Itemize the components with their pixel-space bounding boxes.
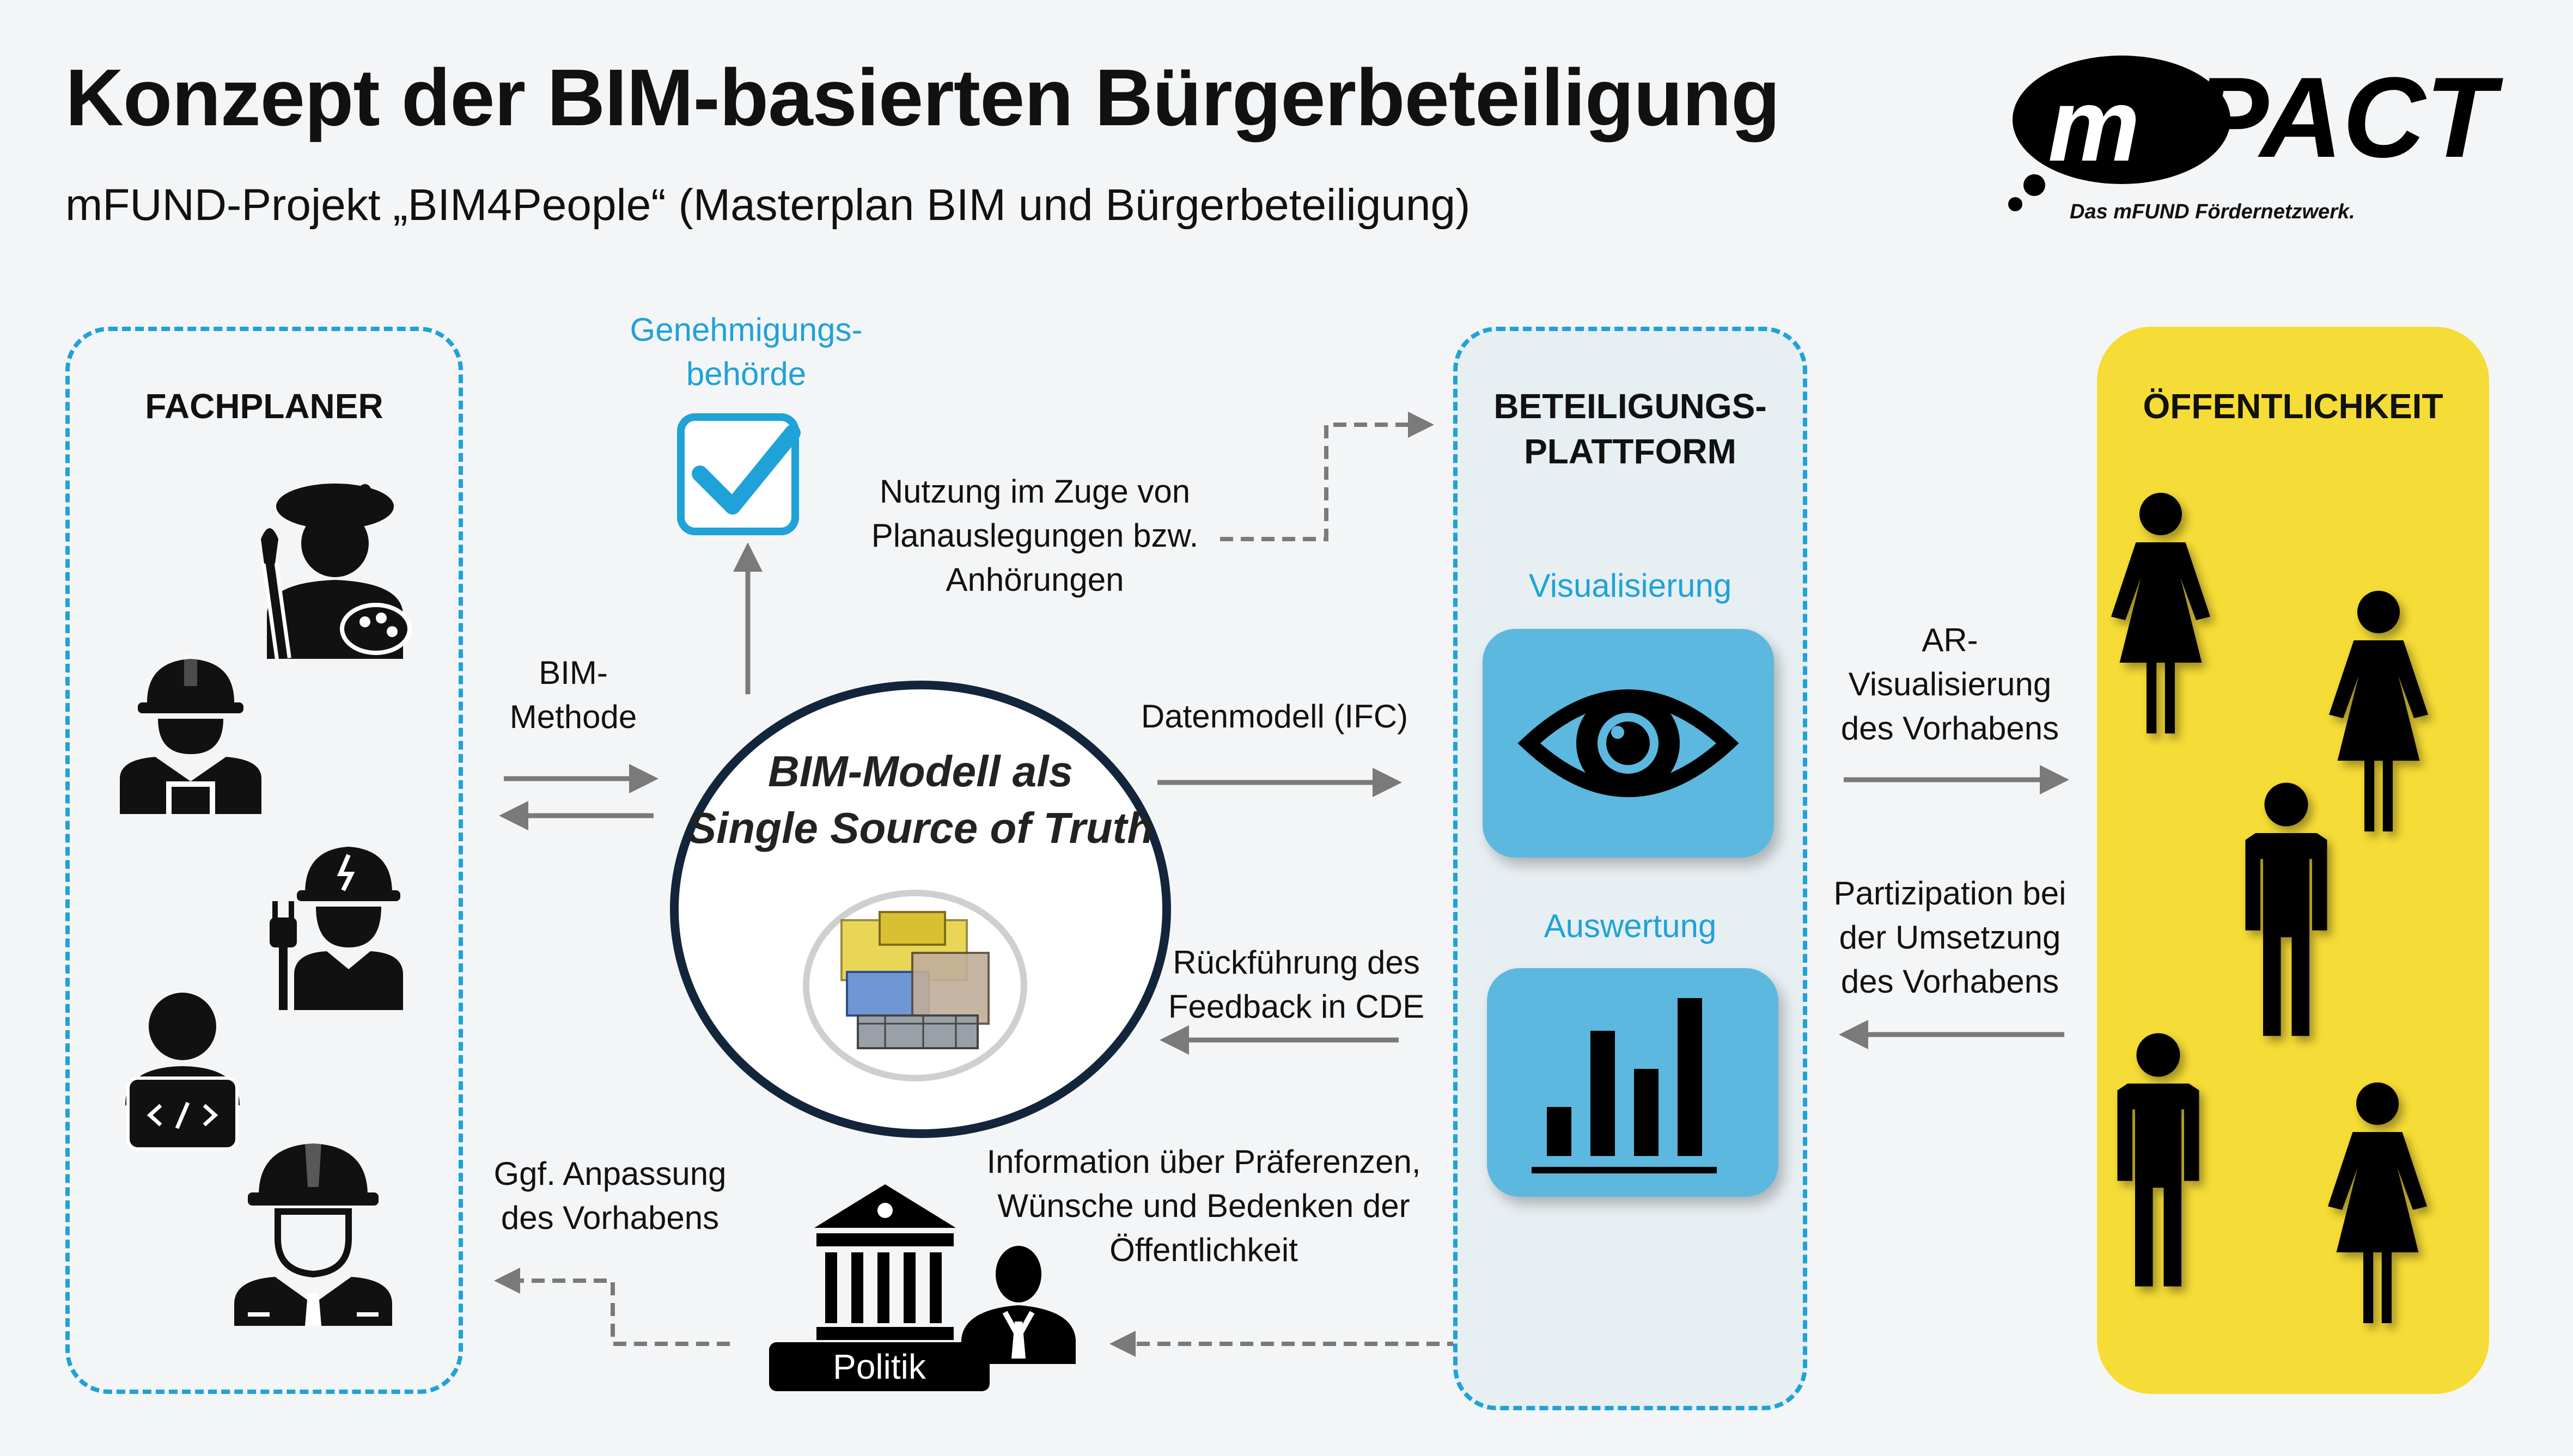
partizipation-line1: Partizipation bei xyxy=(1833,875,2066,911)
developer-icon xyxy=(112,991,253,1154)
bim-model-title: BIM-Modell als Single Source of Truth xyxy=(670,743,1171,857)
person-woman-icon xyxy=(2329,591,2428,831)
auswertung-card xyxy=(1487,968,1778,1197)
rueckfuehrung-line2: Feedback in CDE xyxy=(1168,988,1425,1025)
logo-tagline: Das mFUND Fördernetzwerk. xyxy=(2070,200,2355,223)
anpassung-line1: Ggf. Anpassung xyxy=(493,1155,727,1192)
information-line3: Öffentlichkeit xyxy=(1109,1232,1298,1268)
behoerde-label: Genehmigungs- behörde xyxy=(583,308,910,396)
ar-line2: Visualisierung xyxy=(1848,666,2052,702)
behoerde-label-line1: Genehmigungs- xyxy=(630,311,863,348)
plattform-heading-line2: PLATTFORM xyxy=(1524,432,1736,472)
electrician-icon xyxy=(261,836,408,1010)
anpassung-line2: des Vorhabens xyxy=(501,1200,720,1236)
datenmodell-label: Datenmodell (IFC) xyxy=(1141,698,1409,735)
bim-methode-line1: BIM- xyxy=(539,654,608,691)
dashed-arrow-anpassung xyxy=(494,1268,730,1346)
bar-chart-icon xyxy=(1532,998,1717,1173)
plattform-heading: BETEILIGUNGS- PLATTFORM xyxy=(1453,384,1807,474)
information-label: Information über Präferenzen, Wünsche un… xyxy=(964,1140,1443,1272)
ar-line1: AR- xyxy=(1922,622,1978,658)
svg-text:m: m xyxy=(2048,68,2140,183)
auswertung-label: Auswertung xyxy=(1544,908,1717,944)
svg-text:PACT: PACT xyxy=(2192,53,2504,181)
plattform-heading-line1: BETEILIGUNGS- xyxy=(1493,387,1767,426)
engineer-icon xyxy=(226,1141,400,1326)
bim-model-line2: Single Source of Truth xyxy=(687,804,1154,852)
ar-visualisierung-label: AR- Visualisierung des Vorhabens xyxy=(1814,618,2086,750)
politik-label: Politik xyxy=(769,1342,990,1391)
partizipation-label: Partizipation bei der Umsetzung des Vorh… xyxy=(1814,871,2086,1004)
check-icon xyxy=(675,408,806,539)
bim-methode-label: BIM- Methode xyxy=(474,651,673,739)
information-line2: Wünsche und Bedenken der xyxy=(997,1188,1410,1224)
page-title: Konzept der BIM-basierten Bürgerbeteilig… xyxy=(65,53,1780,143)
fachplaner-box xyxy=(65,327,463,1394)
information-line1: Information über Präferenzen, xyxy=(986,1143,1421,1180)
visualisierung-label: Visualisierung xyxy=(1528,567,1732,604)
plattform-box xyxy=(1453,327,1807,1410)
oeffentlichkeit-heading: ÖFFENTLICHKEIT xyxy=(2143,387,2443,426)
nutzung-label: Nutzung im Zuge von Planauslegungen bzw.… xyxy=(839,469,1231,602)
rueckfuehrung-label: Rückführung des Feedback in CDE xyxy=(1155,940,1438,1029)
person-woman-icon xyxy=(2111,493,2210,733)
fachplaner-heading: FACHPLANER xyxy=(145,387,383,426)
rueckfuehrung-line1: Rückführung des xyxy=(1173,944,1420,981)
partizipation-line2: der Umsetzung xyxy=(1839,919,2061,956)
painter-icon xyxy=(253,479,417,660)
bim-methode-line2: Methode xyxy=(509,699,637,735)
behoerde-label-line2: behörde xyxy=(686,356,807,392)
nutzung-line1: Nutzung im Zuge von xyxy=(879,473,1191,510)
mpact-logo: m PACT xyxy=(2004,38,2516,218)
nutzung-line2: Planauslegungen bzw. xyxy=(871,517,1199,554)
nutzung-line3: Anhörungen xyxy=(946,561,1124,598)
page-subtitle: mFUND-Projekt „BIM4People“ (Masterplan B… xyxy=(65,180,1471,230)
dashed-arrow-information xyxy=(1109,1222,1631,1357)
politik-building-icon xyxy=(809,1179,1098,1364)
bim-model-line1: BIM-Modell als xyxy=(767,747,1074,796)
ar-line3: des Vorhabens xyxy=(1840,710,2059,747)
eye-icon xyxy=(1517,689,1739,797)
dashed-arrow-nutzung xyxy=(1220,412,1434,541)
person-man-icon xyxy=(2117,1033,2199,1287)
anpassung-label: Ggf. Anpassung des Vorhabens xyxy=(479,1152,741,1240)
person-man-icon xyxy=(2245,782,2327,1036)
partizipation-line3: des Vorhabens xyxy=(1840,963,2059,1000)
building-model-icon xyxy=(798,882,1032,1084)
person-woman-icon xyxy=(2328,1082,2427,1323)
visualisierung-card xyxy=(1483,629,1774,858)
people-group xyxy=(2111,493,2428,1323)
construction-worker-icon xyxy=(117,651,264,814)
